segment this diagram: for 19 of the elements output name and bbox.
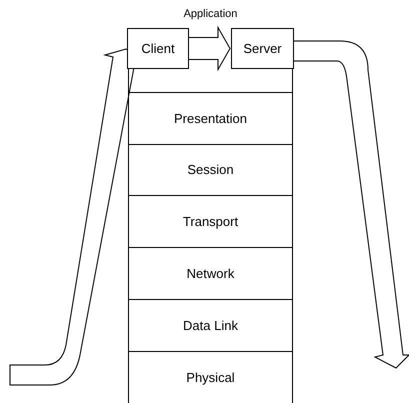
layer-row (128, 93, 293, 145)
block-arrow (188, 26, 231, 72)
layer-row (128, 248, 293, 300)
layer-row (128, 145, 293, 196)
layer-label: Session (187, 162, 234, 178)
layer-label: Transport (182, 214, 238, 230)
block-arrow (292, 40, 409, 368)
layer-row (128, 196, 293, 248)
layer-label: Data Link (183, 318, 238, 334)
process-box (231, 28, 294, 69)
process-box (127, 28, 189, 69)
layer-heading: Application (182, 7, 238, 21)
layer-label: Presentation (174, 110, 247, 126)
box-label: Server (243, 40, 282, 56)
layer-label: Physical (186, 370, 235, 386)
layer-row (128, 300, 293, 352)
layer-row (128, 352, 293, 403)
layer-label: Network (186, 266, 234, 282)
box-label: Client (141, 40, 175, 56)
